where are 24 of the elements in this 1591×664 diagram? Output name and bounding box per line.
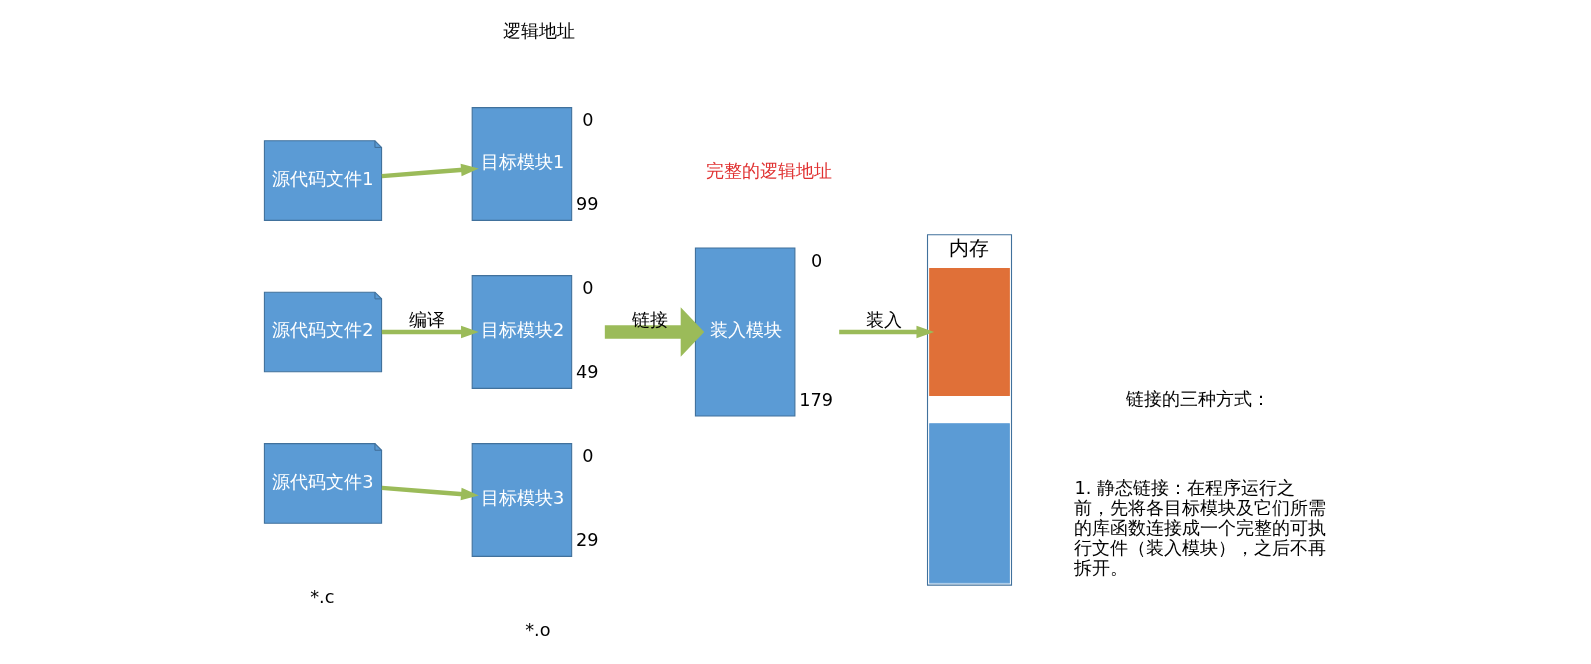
node-label: 179 bbox=[798, 389, 833, 410]
node-label: 49 bbox=[575, 362, 599, 383]
arrow bbox=[381, 485, 479, 501]
node-label: 0 bbox=[581, 278, 593, 299]
label: 完整的逻辑地址 bbox=[705, 161, 832, 182]
edge-label: 装入 bbox=[865, 310, 902, 331]
node-label: 0 bbox=[810, 250, 822, 271]
arrow bbox=[838, 325, 934, 339]
arrow bbox=[381, 325, 479, 339]
label: 逻辑地址 bbox=[502, 20, 575, 41]
edge-label: 链接 bbox=[631, 310, 668, 331]
edge-label: 编译 bbox=[408, 310, 445, 331]
node-label: 99 bbox=[575, 194, 599, 215]
node-label: 29 bbox=[575, 530, 599, 551]
node-box bbox=[928, 267, 1010, 397]
label: 链接的三种方式： bbox=[1125, 388, 1270, 409]
label: *.c bbox=[309, 586, 334, 607]
label: 1. 静态链接：在程序运行之前，先将各目标模块及它们所需的库函数连接成一个完整的可执行文件（装入模块），之后不再拆开。 bbox=[1074, 478, 1326, 578]
arrow bbox=[604, 307, 704, 357]
node-label: 0 bbox=[581, 446, 593, 467]
node-box bbox=[928, 423, 1010, 584]
arrow bbox=[381, 163, 479, 179]
node-label: 0 bbox=[581, 110, 593, 131]
label: *.o bbox=[524, 619, 550, 640]
